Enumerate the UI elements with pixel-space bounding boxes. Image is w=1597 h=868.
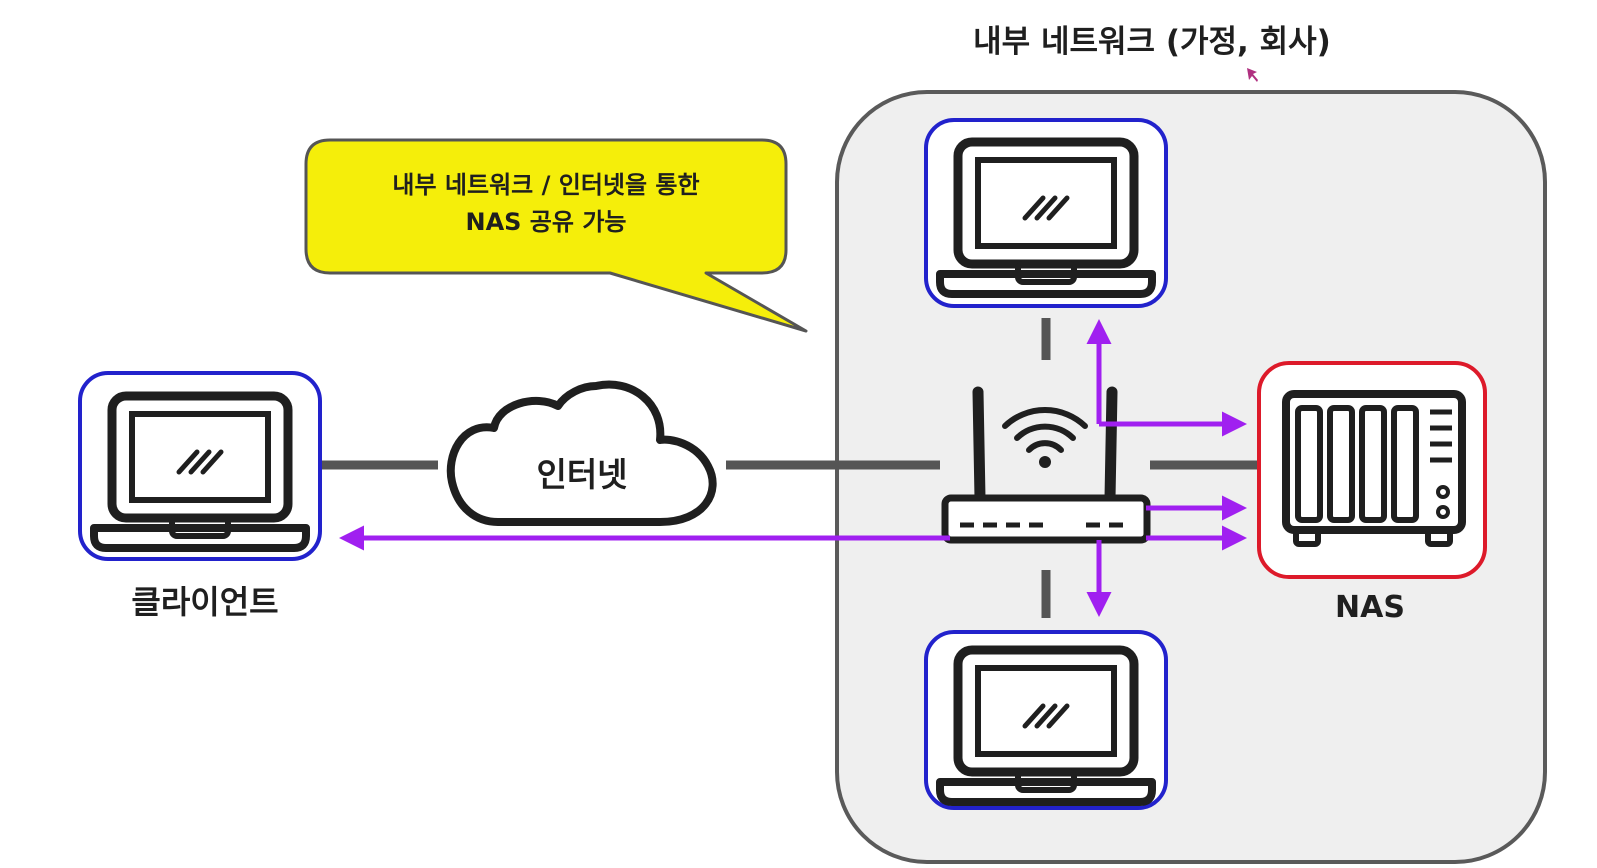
internal-network-title: 내부 네트워크 (가정, 회사)	[973, 24, 1331, 60]
nas-frame	[1257, 361, 1487, 579]
nas-device	[1257, 361, 1487, 579]
internet-label: 인터넷	[536, 455, 627, 494]
internal-laptop-bottom	[924, 630, 1168, 810]
internet-cloud-icon	[446, 380, 717, 526]
cursor-mark-icon	[1247, 68, 1258, 82]
callout-line-2: NAS 공유 가능	[466, 208, 627, 236]
callout-line-1: 내부 네트워크 / 인터넷을 통한	[392, 171, 699, 199]
router-icon	[941, 386, 1151, 544]
internal-laptop-bottom-frame	[924, 630, 1168, 810]
data-flow-arrows	[339, 319, 1247, 617]
client-laptop	[78, 371, 322, 561]
nas-label: NAS	[1335, 590, 1405, 625]
client-laptop-frame	[78, 371, 322, 561]
nas-icon	[1282, 390, 1466, 547]
client-label: 클라이언트	[131, 583, 278, 621]
callout-bubble	[304, 138, 808, 333]
internal-laptop-top	[924, 118, 1168, 308]
